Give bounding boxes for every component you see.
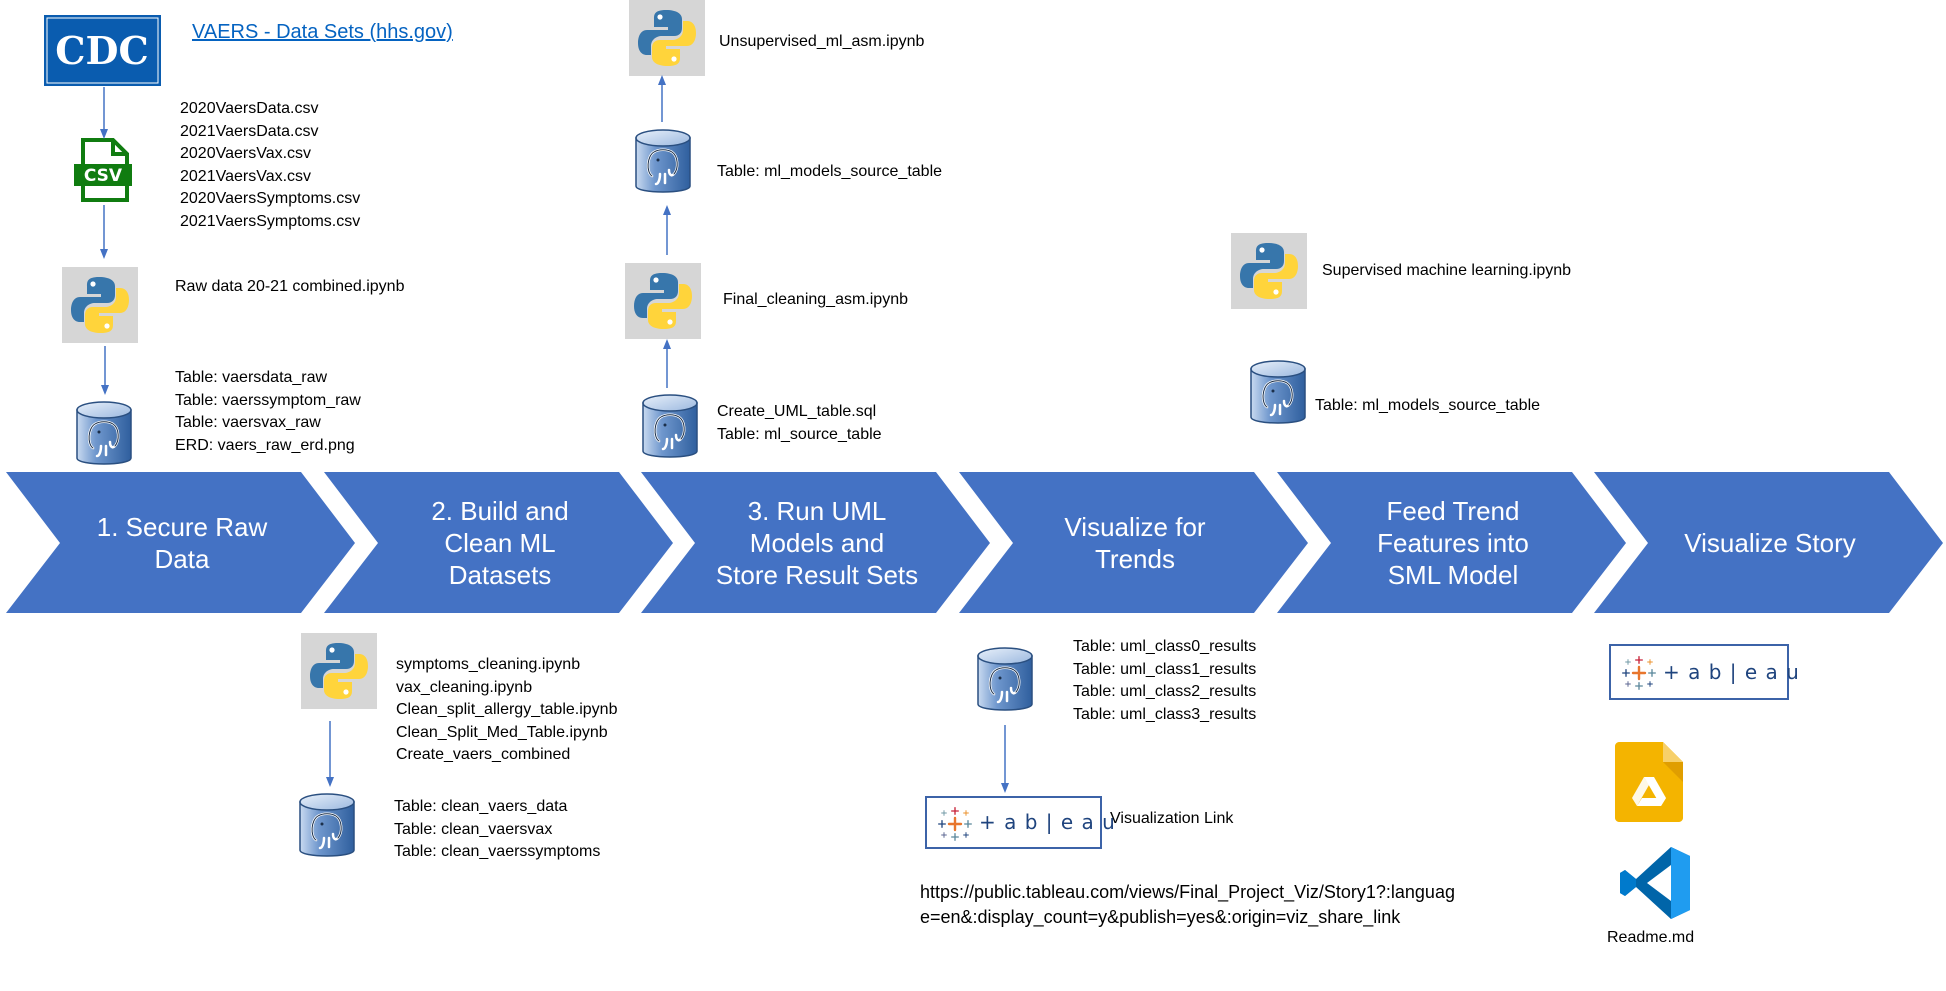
raw-notebook-label: Raw data 20-21 combined.ipynb (175, 278, 405, 295)
tableau-logo[interactable]: + a b | e a u (925, 796, 1115, 849)
cdc-logo: CDC (44, 15, 161, 86)
uml-sql-list: Create_UML_table.sql Table: ml_source_ta… (717, 401, 882, 446)
table-name: Table: vaersvax_raw (175, 414, 321, 431)
table-name: Table: uml_class0_results (1073, 638, 1257, 655)
url-line: https://public.tableau.com/views/Final_P… (920, 882, 1455, 902)
csv-file: 2021VaersData.csv (180, 122, 319, 140)
python-icon (301, 633, 377, 714)
step-chevron (959, 472, 1308, 613)
csv-file-list: 2020VaersData.csv 2021VaersData.csv 2020… (180, 98, 360, 233)
sml-source-table-label: Table: ml_models_source_table (1315, 397, 1541, 414)
step-label: 1. Secure Raw Data (96, 511, 268, 574)
final-cleaning-label: Final_cleaning_asm.ipynb (723, 291, 908, 308)
tableau-wordmark: + a b | e a u (979, 810, 1116, 834)
csv-file-icon: CSV (73, 138, 135, 202)
python-icon (1231, 233, 1307, 314)
svg-text:CDC: CDC (55, 28, 148, 73)
table-name: Table: vaersdata_raw (175, 369, 328, 386)
notebook-name: Clean_Split_Med_Table.ipynb (396, 723, 608, 741)
vaers-data-link[interactable]: VAERS - Data Sets (hhs.gov) (192, 21, 453, 43)
tableau-wordmark: + a b | e a u (1663, 660, 1800, 684)
postgres-db-icon (1249, 359, 1307, 432)
step-chevron (6, 472, 355, 613)
clean-tables-list: Table: clean_vaers_data Table: clean_vae… (394, 796, 600, 864)
table-name: Table: ml_source_table (717, 425, 882, 443)
notebook-name: symptoms_cleaning.ipynb (396, 656, 581, 673)
sml-notebook-label: Supervised machine learning.ipynb (1322, 262, 1572, 279)
postgres-db-icon (641, 393, 699, 466)
visualization-url[interactable]: https://public.tableau.com/views/Final_P… (920, 880, 1455, 930)
step-label: Feed Trend Features into SML Model (1377, 495, 1529, 590)
readme-label[interactable]: Readme.md (1607, 929, 1695, 946)
postgres-db-icon (298, 792, 356, 865)
csv-file: 2020VaersVax.csv (180, 145, 312, 162)
tableau-plus-icon (1622, 656, 1656, 690)
notebook-name: Create_vaers_combined (396, 746, 571, 763)
tableau-plus-icon (938, 807, 972, 841)
sql-file-label: Create_UML_table.sql (717, 403, 877, 420)
visualization-link[interactable]: Visualization Link (1110, 810, 1234, 827)
csv-file: 2021VaersVax.csv (180, 167, 312, 185)
step-label: Visualize Story (1684, 527, 1856, 558)
table-name: Table: uml_class3_results (1073, 705, 1257, 723)
table-name: Table: uml_class2_results (1073, 683, 1257, 700)
notebook-name: Clean_split_allergy_table.ipynb (396, 701, 618, 718)
step-chevron (1277, 472, 1626, 613)
clean-notebooks-list: symptoms_cleaning.ipynb vax_cleaning.ipy… (396, 654, 617, 767)
tableau-logo[interactable]: + a b | e a u (1609, 644, 1799, 700)
csv-file: 2020VaersData.csv (180, 100, 319, 117)
svg-text:CSV: CSV (84, 166, 123, 186)
python-icon (625, 263, 701, 344)
url-line: e=en&:display_count=y&publish=yes&:origi… (920, 907, 1401, 927)
postgres-db-icon (634, 128, 692, 201)
uml-notebook-label: Unsupervised_ml_asm.ipynb (719, 33, 925, 50)
table-name: Table: uml_class1_results (1073, 660, 1257, 678)
table-name: Table: clean_vaersvax (394, 820, 553, 838)
step-chevron (324, 472, 673, 613)
step-label: 2. Build and Clean ML Datasets (431, 495, 569, 590)
step-chevron (1594, 472, 1943, 613)
python-icon (629, 0, 705, 81)
postgres-db-icon (976, 646, 1034, 719)
table-name: Table: clean_vaers_data (394, 798, 568, 815)
csv-file: 2020VaersSymptoms.csv (180, 190, 361, 207)
step-label: Visualize for Trends (1064, 511, 1206, 574)
postgres-db-icon (75, 400, 133, 473)
step-label: 3. Run UML Models and Store Result Sets (715, 495, 919, 590)
vscode-icon[interactable] (1618, 845, 1692, 921)
csv-file: 2021VaersSymptoms.csv (180, 212, 361, 230)
table-name: ERD: vaers_raw_erd.png (175, 436, 355, 454)
process-steps: 1. Secure Raw Data 2. Build and Clean ML… (0, 472, 1946, 615)
table-name: Table: vaerssymptom_raw (175, 391, 361, 409)
google-slides-icon[interactable] (1615, 742, 1683, 822)
raw-tables-list: Table: vaersdata_raw Table: vaerssymptom… (175, 367, 361, 457)
table-name: Table: clean_vaerssymptoms (394, 843, 601, 860)
results-tables-list: Table: uml_class0_results Table: uml_cla… (1073, 636, 1256, 726)
uml-source-table-label: Table: ml_models_source_table (717, 163, 943, 180)
python-icon (62, 267, 138, 348)
step-chevron (641, 472, 990, 613)
notebook-name: vax_cleaning.ipynb (396, 678, 533, 696)
